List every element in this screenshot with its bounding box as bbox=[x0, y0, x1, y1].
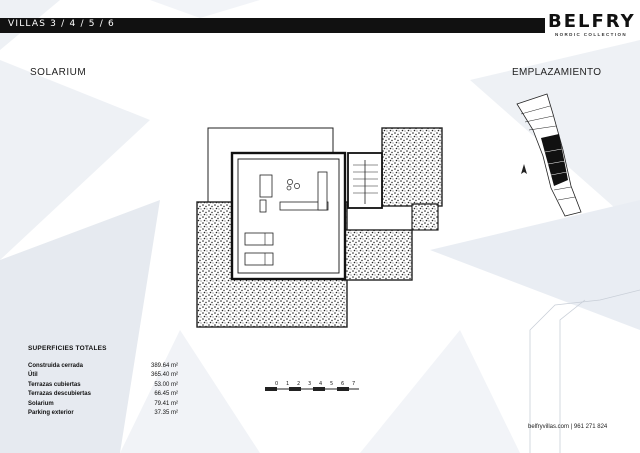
sofa bbox=[279, 201, 329, 211]
surface-value: 53.00 m² bbox=[154, 381, 178, 388]
surfaces-title: SUPERFICIES TOTALES bbox=[28, 345, 107, 352]
floor-plan bbox=[196, 127, 443, 328]
site-location-map bbox=[516, 93, 582, 217]
terrace-right-strip bbox=[411, 203, 439, 231]
surface-label: Terrazas descubiertas bbox=[28, 391, 91, 398]
header-bar: VILLAS 3 / 4 / 5 / 6 bbox=[0, 18, 545, 33]
scale-tick: 4 bbox=[319, 381, 322, 387]
surface-label: Útil bbox=[28, 372, 38, 379]
scale-tick: 0 bbox=[275, 381, 278, 387]
scale-tick: 1 bbox=[286, 381, 289, 387]
surface-label: Construida cerrada bbox=[28, 363, 84, 369]
scale-tick: 3 bbox=[308, 381, 311, 387]
surface-value: 37.35 m² bbox=[154, 409, 178, 416]
contact-footer[interactable]: belfryvillas.com | 961 271 824 bbox=[528, 424, 608, 430]
brand-name: BELFRY bbox=[548, 11, 636, 32]
surface-value: 79.41 m² bbox=[154, 400, 178, 407]
surface-row: Solarium 79.41 m² bbox=[28, 400, 178, 409]
surface-label: Parking exterior bbox=[28, 409, 74, 416]
surface-row: Construida cerrada 389.64 m² bbox=[28, 362, 178, 371]
terrace-lower-right bbox=[341, 229, 413, 281]
scale-tick: 6 bbox=[341, 381, 344, 387]
terrace-right-upper bbox=[381, 127, 443, 207]
scale-tick: 2 bbox=[297, 381, 300, 387]
surface-row: Parking exterior 37.35 m² bbox=[28, 409, 178, 418]
surface-value: 365.40 m² bbox=[150, 372, 178, 379]
location-title: EMPLAZAMIENTO bbox=[512, 67, 602, 78]
surfaces-table: SUPERFICIES TOTALES Construida cerrada 3… bbox=[28, 345, 178, 418]
plan-title: SOLARIUM bbox=[30, 67, 87, 78]
surface-row: Terrazas descubiertas 66.45 m² bbox=[28, 390, 178, 399]
surface-label: Solarium bbox=[28, 400, 54, 407]
brand-tagline: NORDIC COLLECTION bbox=[554, 32, 628, 37]
north-arrow-icon bbox=[521, 164, 527, 174]
surface-row: Útil 365.40 m² bbox=[28, 371, 178, 380]
surface-value: 66.45 m² bbox=[154, 391, 178, 398]
project-label: VILLAS 3 / 4 / 5 / 6 bbox=[8, 19, 115, 29]
scale-bar: 0 1 2 3 4 5 6 7 bbox=[265, 381, 359, 391]
sun-lounger bbox=[244, 252, 274, 266]
scale-tick: 7 bbox=[352, 381, 355, 387]
surface-row: Terrazas cubiertas 53.00 m² bbox=[28, 381, 178, 390]
brand-logo: BELFRY NORDIC COLLECTION bbox=[548, 12, 634, 42]
surface-value: 389.64 m² bbox=[150, 363, 178, 369]
sun-lounger bbox=[244, 232, 274, 246]
scale-tick: 5 bbox=[330, 381, 333, 387]
surface-label: Terrazas cubiertas bbox=[28, 381, 81, 388]
